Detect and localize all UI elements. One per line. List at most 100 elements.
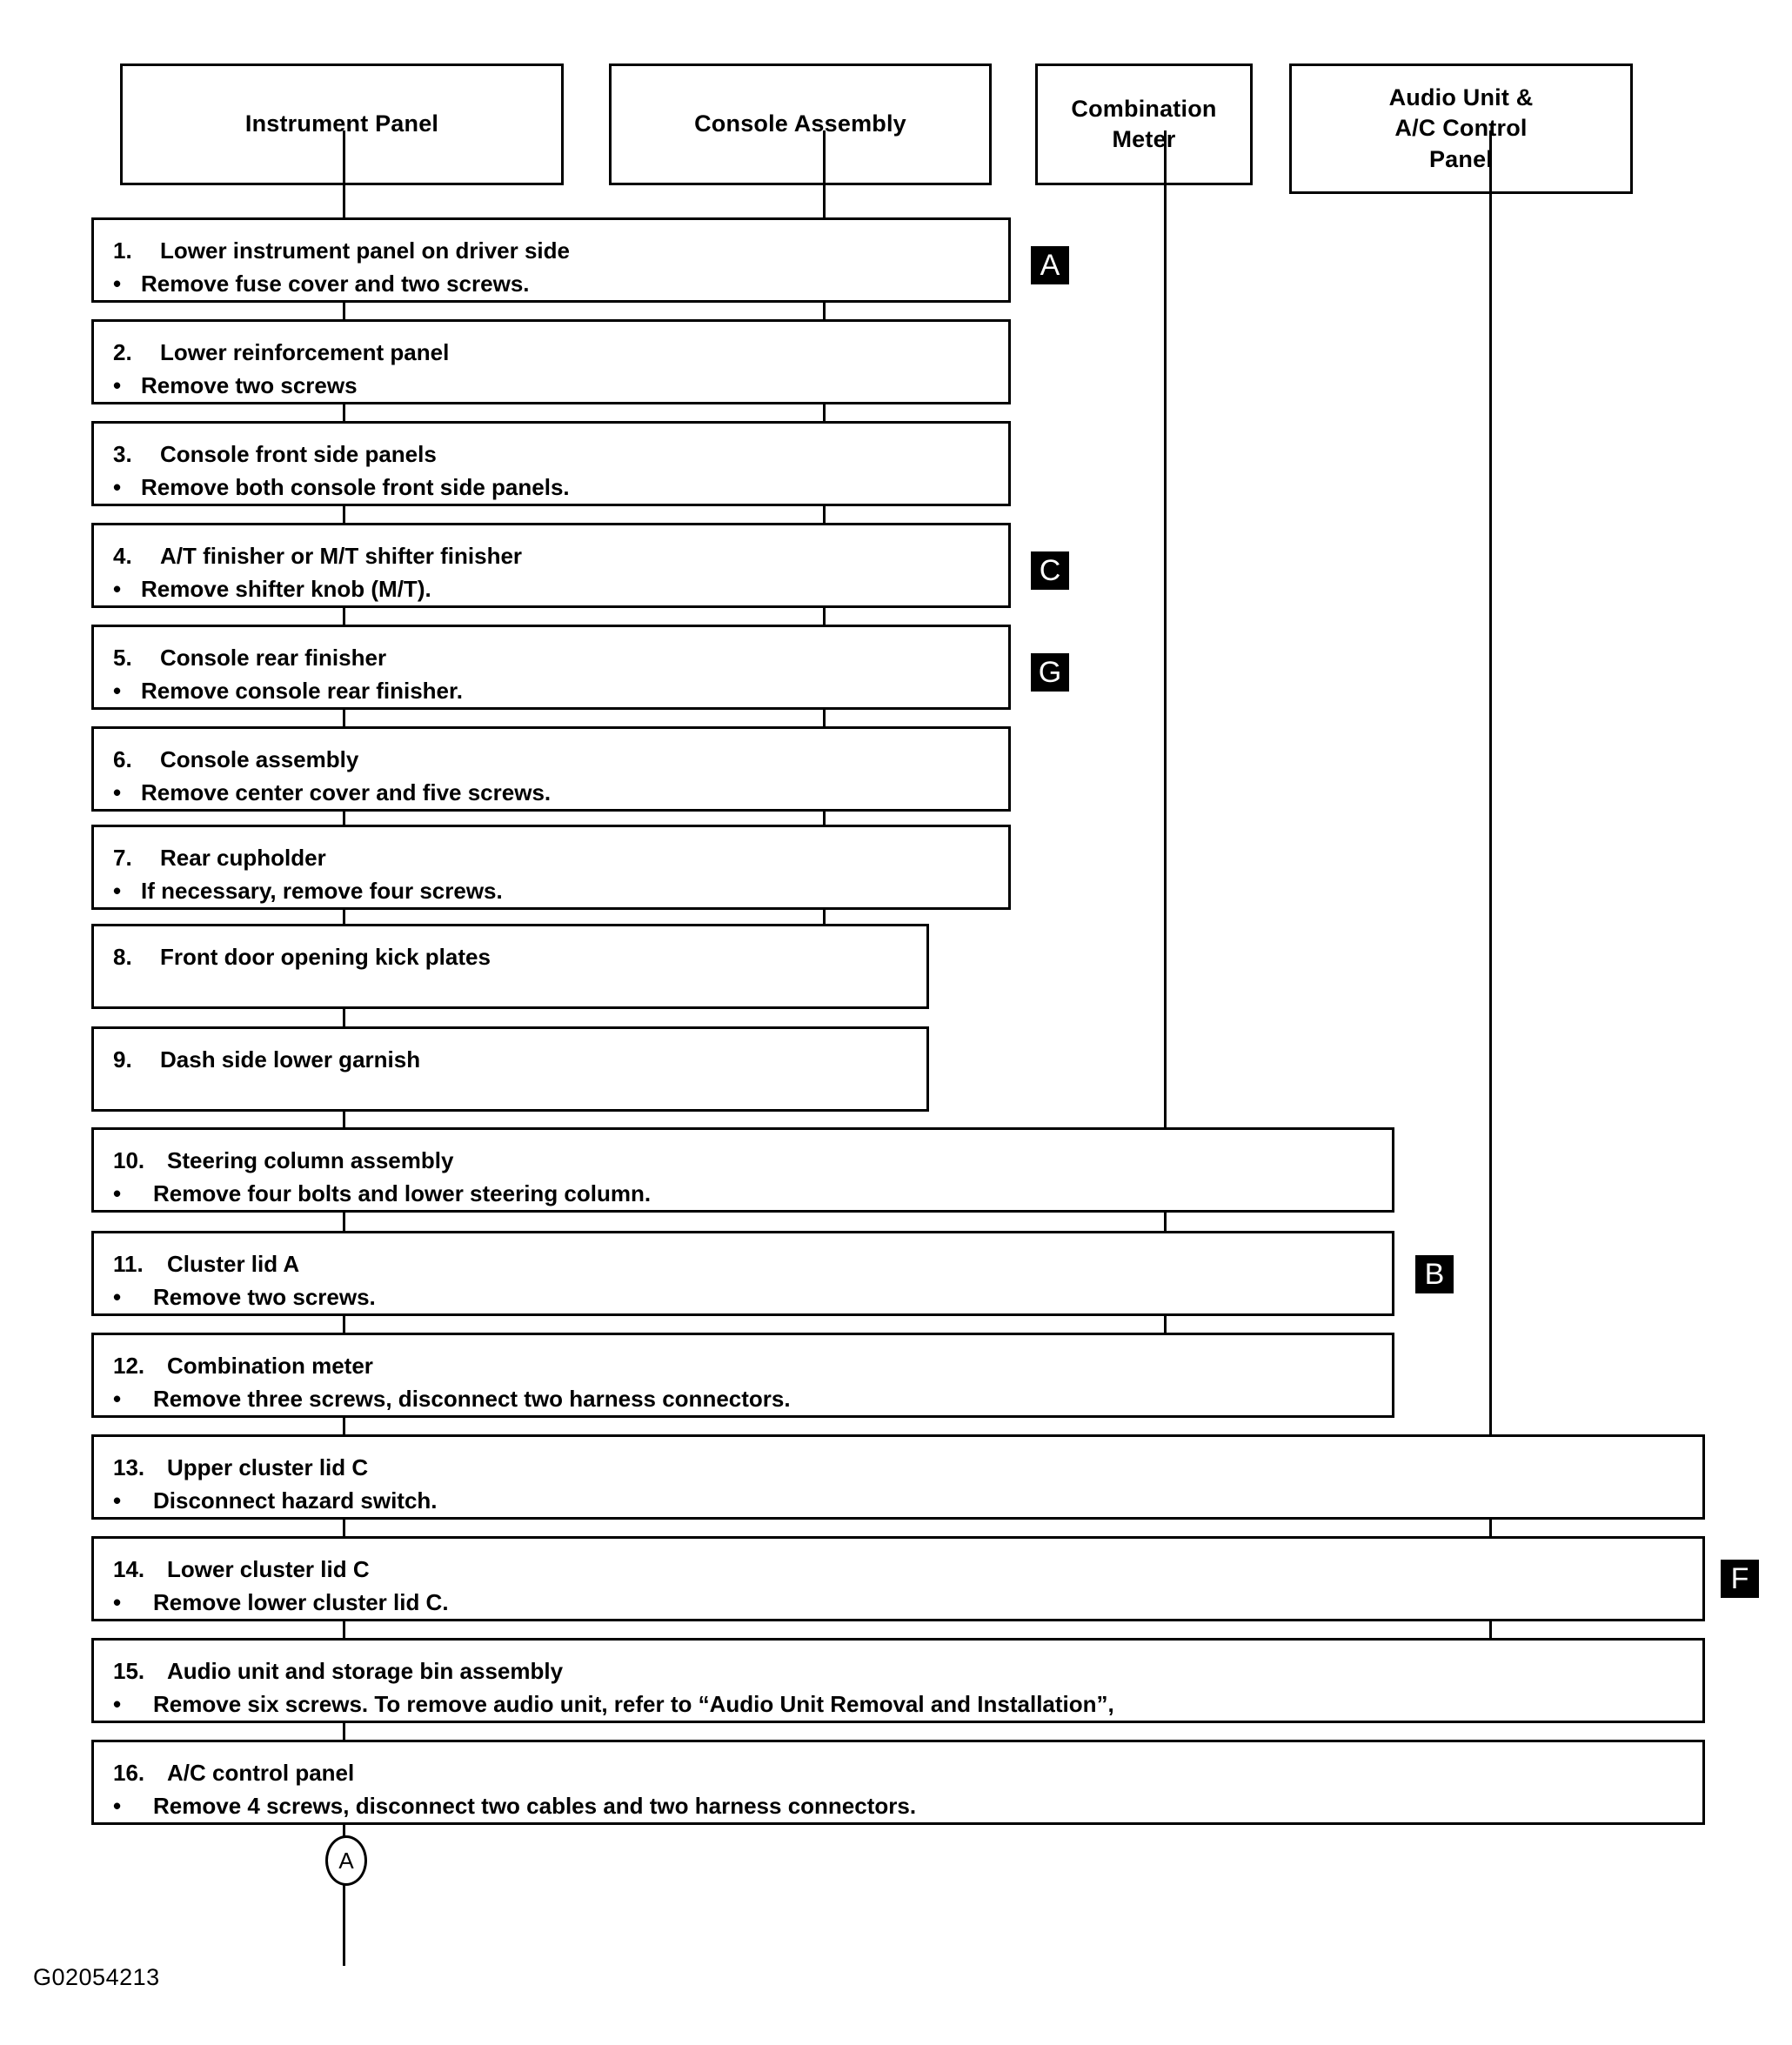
- step-bullet-text: If necessary, remove four screws.: [141, 878, 503, 904]
- step-bullet-text: Remove six screws. To remove audio unit,…: [153, 1691, 1114, 1717]
- step-title-row: 14. Lower cluster lid C: [94, 1558, 1702, 1581]
- column-header-label: Instrument Panel: [244, 110, 439, 137]
- bullet-icon: •: [113, 1589, 122, 1615]
- step-box-2: 2. Lower reinforcement panel • Remove tw…: [91, 319, 1011, 404]
- step-box-15: 15. Audio unit and storage bin assembly …: [91, 1638, 1705, 1723]
- step-bullet-row: • Remove fuse cover and two screws.: [94, 272, 1008, 295]
- step-title: Combination meter: [167, 1353, 373, 1379]
- reference-badge-label: A: [1040, 249, 1060, 282]
- step-title: Rear cupholder: [160, 845, 326, 871]
- step-bullet-row: • If necessary, remove four screws.: [94, 879, 1008, 902]
- bullet-icon: •: [113, 1793, 122, 1819]
- bullet-icon: •: [113, 678, 122, 704]
- step-title-row: 12. Combination meter: [94, 1354, 1392, 1377]
- reference-badge-g: G: [1031, 653, 1069, 692]
- bullet-icon: •: [113, 372, 122, 398]
- step-number: 13.: [113, 1454, 145, 1480]
- step-title-row: 1. Lower instrument panel on driver side: [94, 239, 1008, 262]
- step-title: Steering column assembly: [167, 1147, 454, 1173]
- step-bullet-text: Remove two screws.: [153, 1284, 376, 1310]
- step-number: 12.: [113, 1353, 145, 1379]
- bullet-icon: •: [113, 878, 122, 904]
- step-bullet-text: Remove shifter knob (M/T).: [141, 576, 431, 602]
- step-box-11: 11. Cluster lid A • Remove two screws.: [91, 1231, 1394, 1316]
- step-number: 15.: [113, 1658, 145, 1684]
- step-title-row: 9. Dash side lower garnish: [94, 1048, 926, 1071]
- step-bullet-row: • Remove lower cluster lid C.: [94, 1591, 1702, 1614]
- step-box-7: 7. Rear cupholder • If necessary, remove…: [91, 825, 1011, 910]
- step-bullet-text: Disconnect hazard switch.: [153, 1487, 438, 1514]
- connector-line-combination-meter: [1164, 130, 1167, 1366]
- step-box-9: 9. Dash side lower garnish: [91, 1026, 929, 1112]
- step-bullet-row: • Remove three screws, disconnect two ha…: [94, 1387, 1392, 1410]
- bullet-icon: •: [113, 271, 122, 297]
- column-header-instrument-panel: Instrument Panel: [120, 63, 564, 185]
- column-header-label: Console Assembly: [694, 110, 906, 137]
- step-bullet-row: • Remove four bolts and lower steering c…: [94, 1182, 1392, 1205]
- step-title-row: 2. Lower reinforcement panel: [94, 341, 1008, 364]
- step-bullet-row: • Remove shifter knob (M/T).: [94, 578, 1008, 600]
- bullet-icon: •: [113, 474, 122, 500]
- step-bullet-text: Remove two screws: [141, 372, 358, 398]
- step-bullet-text: Remove fuse cover and two screws.: [141, 271, 530, 297]
- bullet-icon: •: [113, 779, 122, 805]
- bullet-icon: •: [113, 1691, 122, 1717]
- step-bullet-row: • Remove two screws: [94, 374, 1008, 397]
- step-number: 8.: [113, 944, 132, 970]
- step-number: 6.: [113, 746, 132, 772]
- reference-badge-label: F: [1730, 1562, 1749, 1595]
- step-number: 7.: [113, 845, 132, 871]
- bullet-icon: •: [113, 1386, 122, 1412]
- step-title: Upper cluster lid C: [167, 1454, 369, 1480]
- step-title: Dash side lower garnish: [160, 1046, 421, 1073]
- step-title: Console front side panels: [160, 441, 437, 467]
- reference-badge-label: B: [1424, 1258, 1445, 1291]
- step-bullet-row: • Remove two screws.: [94, 1286, 1392, 1308]
- step-number: 1.: [113, 237, 132, 264]
- step-box-13: 13. Upper cluster lid C • Disconnect haz…: [91, 1434, 1705, 1520]
- step-box-12: 12. Combination meter • Remove three scr…: [91, 1333, 1394, 1418]
- step-title-row: 10. Steering column assembly: [94, 1149, 1392, 1172]
- figure-id-label: G02054213: [33, 1964, 160, 1990]
- step-title-row: 8. Front door opening kick plates: [94, 946, 926, 968]
- step-title-row: 13. Upper cluster lid C: [94, 1456, 1702, 1479]
- offpage-connector-label: A: [338, 1847, 354, 1874]
- step-bullet-row: • Remove six screws. To remove audio uni…: [94, 1693, 1702, 1715]
- step-box-3: 3. Console front side panels • Remove bo…: [91, 421, 1011, 506]
- step-bullet-text: Remove four bolts and lower steering col…: [153, 1180, 652, 1206]
- step-number: 14.: [113, 1556, 145, 1582]
- column-header-label: Audio Unit & A/C Control Panel: [1388, 84, 1534, 172]
- column-header-audio-unit-ac-control-panel: Audio Unit & A/C Control Panel: [1289, 63, 1633, 194]
- step-number: 16.: [113, 1760, 145, 1786]
- step-box-8: 8. Front door opening kick plates: [91, 924, 929, 1009]
- column-header-label: Combination Meter: [1071, 95, 1217, 152]
- bullet-icon: •: [113, 1180, 122, 1206]
- step-bullet-text: Remove both console front side panels.: [141, 474, 570, 500]
- step-title-row: 4. A/T finisher or M/T shifter finisher: [94, 545, 1008, 567]
- step-bullet-text: Remove center cover and five screws.: [141, 779, 552, 805]
- reference-badge-c: C: [1031, 551, 1069, 590]
- step-box-6: 6. Console assembly • Remove center cove…: [91, 726, 1011, 812]
- reference-badge-label: C: [1039, 554, 1061, 587]
- bullet-icon: •: [113, 1284, 122, 1310]
- step-title: Cluster lid A: [167, 1251, 300, 1277]
- step-bullet-row: • Remove 4 screws, disconnect two cables…: [94, 1794, 1702, 1817]
- step-box-1: 1. Lower instrument panel on driver side…: [91, 217, 1011, 303]
- step-bullet-row: • Remove both console front side panels.: [94, 476, 1008, 498]
- step-title-row: 6. Console assembly: [94, 748, 1008, 771]
- step-number: 10.: [113, 1147, 145, 1173]
- step-title-row: 5. Console rear finisher: [94, 646, 1008, 669]
- step-title: Lower instrument panel on driver side: [160, 237, 570, 264]
- connector-line-audio-unit: [1489, 130, 1492, 1687]
- reference-badge-a: A: [1031, 246, 1069, 284]
- step-title-row: 7. Rear cupholder: [94, 846, 1008, 869]
- step-number: 5.: [113, 645, 132, 671]
- bullet-icon: •: [113, 576, 122, 602]
- column-header-console-assembly: Console Assembly: [609, 63, 992, 185]
- step-box-5: 5. Console rear finisher • Remove consol…: [91, 625, 1011, 710]
- step-title-row: 16. A/C control panel: [94, 1761, 1702, 1784]
- step-title: Console assembly: [160, 746, 359, 772]
- step-title: A/T finisher or M/T shifter finisher: [160, 543, 523, 569]
- step-box-16: 16. A/C control panel • Remove 4 screws,…: [91, 1740, 1705, 1825]
- step-bullet-row: • Remove center cover and five screws.: [94, 781, 1008, 804]
